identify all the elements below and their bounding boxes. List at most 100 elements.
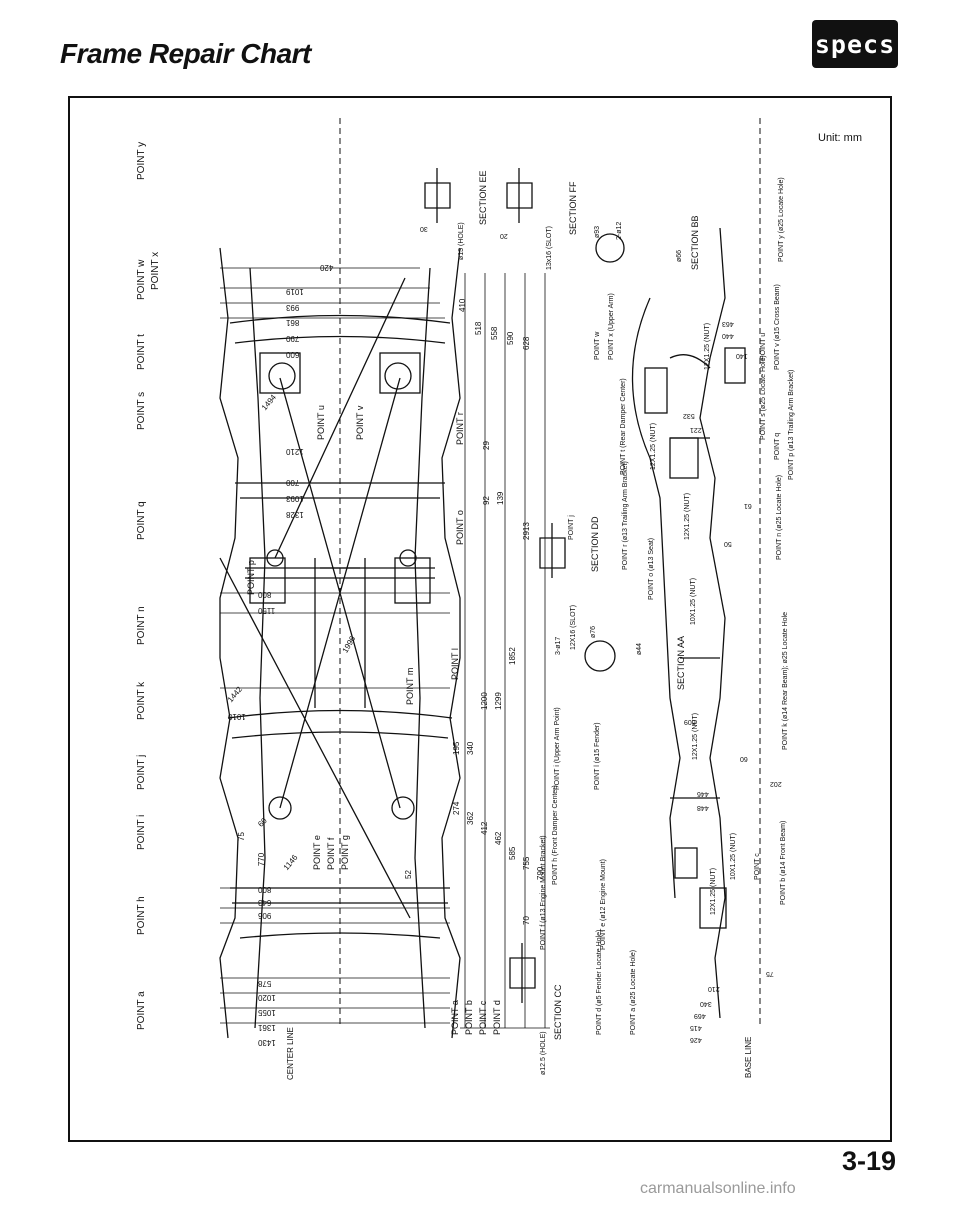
sdim-75: 75 xyxy=(766,970,774,977)
point-i-left xyxy=(268,796,292,820)
label-point-s: POINT s xyxy=(136,391,147,430)
callout-point-j: POINT j xyxy=(568,515,575,540)
label-point-r: POINT r xyxy=(455,412,465,445)
section-cc-label: SECTION CC xyxy=(553,984,563,1040)
label-point-l: POINT l xyxy=(450,648,460,680)
callout-point-l: POINT l (ø15 Fender) xyxy=(594,722,601,790)
wdim-600: 600 xyxy=(286,350,300,359)
note-3-phi-17: 3-ø17 xyxy=(555,636,562,655)
label-point-a: POINT a xyxy=(136,991,147,1030)
sdim-60: 60 xyxy=(740,755,748,762)
note-30: 30 xyxy=(420,225,428,232)
point-i-right xyxy=(391,796,415,820)
ddim-52: 52 xyxy=(403,870,413,879)
sdim-50: 50 xyxy=(724,540,732,547)
sdim-221: 221 xyxy=(690,426,702,433)
base-line-label: BASE LINE xyxy=(744,1036,753,1078)
dim-462: 462 xyxy=(494,831,503,845)
callout-point-x: POINT x (Upper Arm) xyxy=(608,293,615,360)
dim-70: 70 xyxy=(522,916,531,925)
label-point-k: POINT k xyxy=(136,681,147,720)
label-point-i: POINT i xyxy=(136,814,147,850)
label-point-j: POINT j xyxy=(136,754,147,790)
wdim-1020: 1020 xyxy=(258,993,276,1002)
wdim-1055: 1055 xyxy=(258,1008,276,1017)
note-phi-93: ø93 xyxy=(594,225,601,238)
front-beam-box xyxy=(699,887,727,929)
section-bb-label: SECTION BB xyxy=(690,215,700,270)
dim-412: 412 xyxy=(480,821,489,835)
section-ff xyxy=(506,168,533,223)
callout-point-k-right: POINT k (ø14 Rear Beam); ø25 Locate Hole xyxy=(782,612,789,750)
wdim-1093: 1093 xyxy=(286,494,304,503)
diagram-frame xyxy=(68,96,892,1142)
callout-point-a: POINT a (ø25 Locate Hole) xyxy=(630,949,637,1035)
label-point-u: POINT u xyxy=(316,405,326,440)
label-point-x: POINT x xyxy=(150,251,161,290)
sdim-440: 440 xyxy=(722,332,734,339)
wdim-578: 578 xyxy=(258,979,272,988)
page-number: 3-19 xyxy=(842,1146,897,1176)
point-t-right xyxy=(384,362,412,390)
center-line-label: CENTER LINE xyxy=(286,1027,295,1080)
dim-590: 590 xyxy=(506,331,515,345)
mount-box xyxy=(674,847,698,879)
side-view-frame-2 xyxy=(631,297,681,899)
dim-1852: 1852 xyxy=(508,647,517,665)
sdim-463: 463 xyxy=(722,320,734,327)
unit-label: Unit: mm xyxy=(818,132,862,144)
nut-note-7: 12X1.25 (NUT) xyxy=(710,867,717,915)
ddim-770: 770 xyxy=(257,852,267,867)
label-point-y: POINT y xyxy=(136,141,147,180)
side-rail-right xyxy=(414,267,431,1029)
note-hole-13: ø13 (HOLE) xyxy=(458,222,465,260)
callout-point-q-right: POINT q xyxy=(774,432,781,460)
side-view-frame xyxy=(699,227,726,1019)
underbody-outline xyxy=(219,247,461,1039)
wdim-861: 861 xyxy=(286,318,300,327)
dim-195: 195 xyxy=(452,741,461,755)
label-point-o: POINT o xyxy=(455,510,465,545)
sdim-140: 140 xyxy=(736,352,748,359)
upper-arm-box xyxy=(644,367,668,414)
wdim-993: 993 xyxy=(286,303,300,312)
wdim-643: 643 xyxy=(258,898,272,907)
dim-2913: 2913 xyxy=(522,522,531,540)
note-2-phi-12: 2-ø12 xyxy=(616,221,623,240)
wdim-1361: 1361 xyxy=(258,1023,276,1032)
note-phi-76: ø76 xyxy=(590,625,597,638)
dim-362: 362 xyxy=(466,811,475,825)
wdim-1328: 1328 xyxy=(286,510,304,519)
wdim-1430: 1430 xyxy=(258,1038,276,1047)
section-aa-label: SECTION AA xyxy=(676,635,686,690)
label-point-t: POINT t xyxy=(136,334,147,370)
label-point-m: POINT m xyxy=(405,667,415,705)
wdim-800: 800 xyxy=(258,590,272,599)
side-rail-left xyxy=(249,267,266,1029)
dim-585: 585 xyxy=(508,846,517,860)
callout-point-h: POINT h (Front Damper Center) xyxy=(552,785,559,885)
note-hole-12-5: ø12.5 (HOLE) xyxy=(540,1031,547,1075)
dim-518: 518 xyxy=(474,321,483,335)
wdim-906: 906 xyxy=(258,911,272,920)
point-t-left xyxy=(268,362,296,390)
section-dd xyxy=(539,523,566,578)
sdim-426: 426 xyxy=(690,1036,702,1043)
label-point-v: POINT v xyxy=(355,405,365,440)
dim-755: 755 xyxy=(522,856,531,870)
dim-410: 410 xyxy=(458,298,467,312)
dim-558: 558 xyxy=(490,326,499,340)
label-point-w: POINT w xyxy=(136,259,147,300)
sdim-210: 210 xyxy=(708,985,720,992)
label-point-g: POINT g xyxy=(340,835,350,870)
callout-point-w: POINT w xyxy=(594,331,601,360)
label-bottom-d: POINT d xyxy=(492,1000,502,1035)
callout-point-p-right: POINT p (ø13 Trailing Arm Bracket) xyxy=(788,369,795,480)
front-panel-right xyxy=(394,557,431,604)
sdim-446: 446 xyxy=(697,790,709,797)
wdim-1210: 1210 xyxy=(286,447,304,456)
dim-29: 29 xyxy=(482,441,491,450)
section-ee xyxy=(424,168,451,223)
frame-diagram xyxy=(219,118,761,1039)
label-bottom-a: POINT a xyxy=(450,1000,460,1035)
